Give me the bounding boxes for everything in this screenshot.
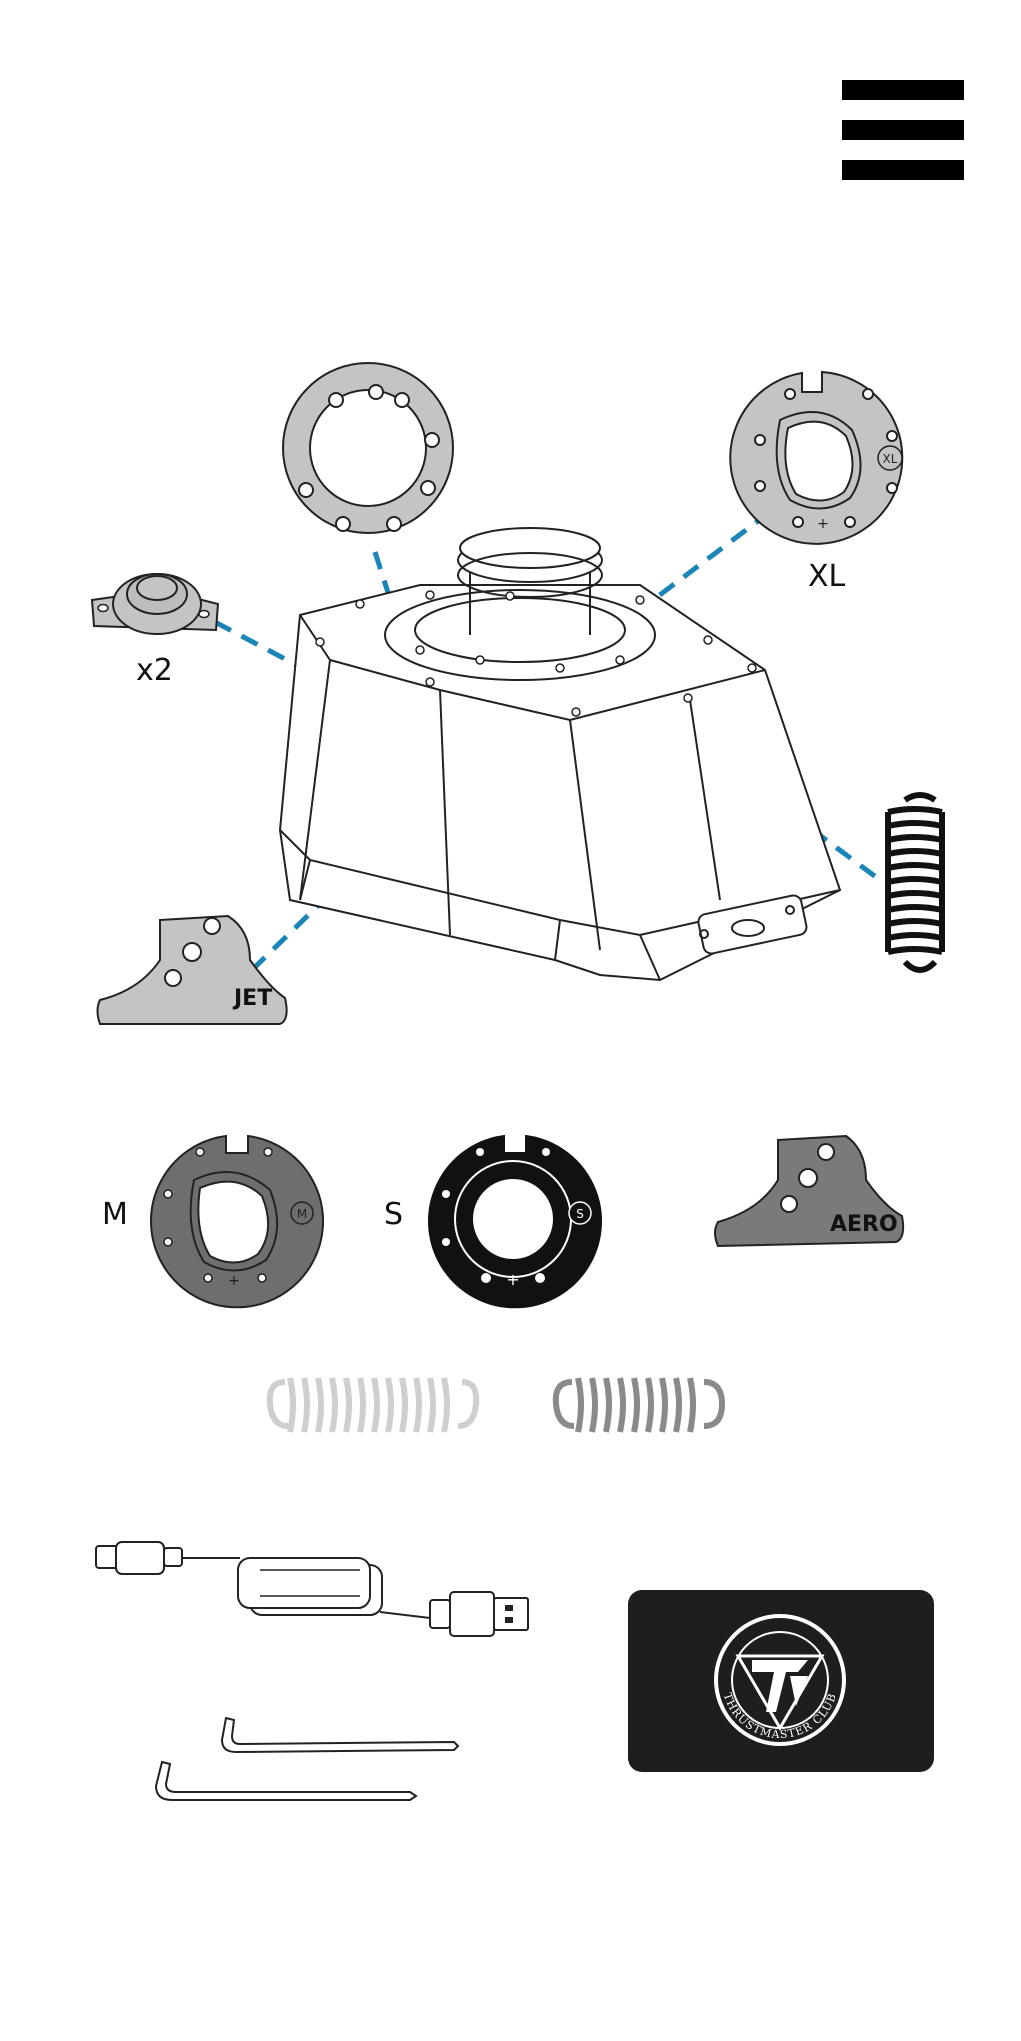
allen-keys <box>156 1718 458 1800</box>
svg-text:+: + <box>506 1270 519 1289</box>
m-plate: M + <box>151 1136 323 1307</box>
hamburger-menu-icon[interactable] <box>842 80 964 182</box>
spring-black <box>888 795 942 970</box>
label-xl: XL <box>808 562 845 592</box>
label-x2: x2 <box>136 656 173 686</box>
joystick-base <box>280 528 840 980</box>
s-plate: S + <box>429 1136 601 1307</box>
label-aero: AERO <box>830 1214 898 1236</box>
bump-stop-part <box>92 574 218 634</box>
label-s: S <box>384 1200 403 1230</box>
s-badge: S <box>576 1207 584 1221</box>
spring-light <box>270 1378 476 1432</box>
thrustmaster-club-card: THRUSTMASTER CLUB <box>628 1590 934 1772</box>
svg-text:+: + <box>817 516 829 532</box>
m-badge: M <box>297 1207 307 1221</box>
xl-plate: XL + <box>730 372 902 544</box>
usb-cable <box>96 1542 528 1636</box>
mounting-ring <box>283 363 453 533</box>
svg-text:+: + <box>228 1273 240 1289</box>
label-jet: JET <box>234 988 272 1010</box>
xl-badge: XL <box>883 452 898 466</box>
label-m: M <box>102 1200 128 1230</box>
spring-gray <box>556 1378 722 1432</box>
